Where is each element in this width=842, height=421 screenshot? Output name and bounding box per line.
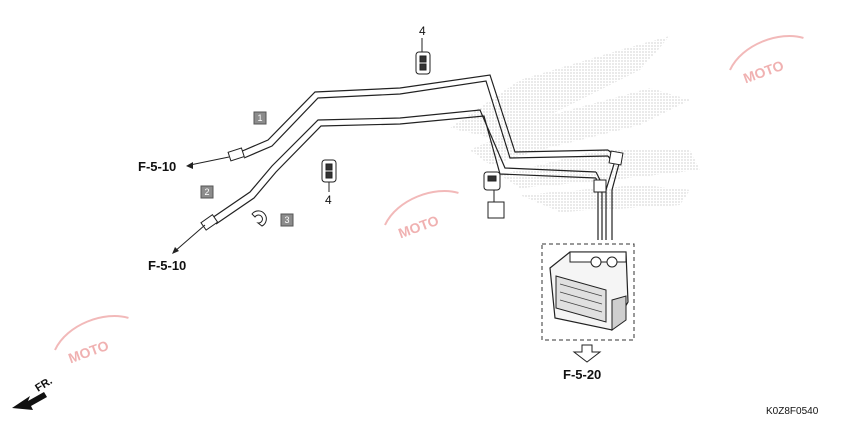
watermark-logo: MOTO bbox=[54, 315, 129, 366]
badge-bolt-3: 3 bbox=[280, 213, 294, 227]
reference-f520: F-5-20 bbox=[563, 367, 601, 382]
wing-logo-background bbox=[450, 36, 700, 212]
clip-top bbox=[415, 51, 431, 75]
pipe-fitting-right-1 bbox=[608, 150, 624, 166]
svg-text:MOTO: MOTO bbox=[66, 337, 111, 366]
reference-f510-upper: F-5-10 bbox=[138, 159, 176, 174]
badge-pipe-2: 2 bbox=[200, 185, 214, 199]
svg-text:MOTO: MOTO bbox=[741, 57, 786, 86]
down-arrow-f520 bbox=[572, 344, 602, 363]
arrowhead-lower bbox=[172, 247, 179, 254]
pipe-fitting-upper-left bbox=[227, 147, 245, 162]
part-number-clip-middle: 4 bbox=[325, 193, 332, 207]
watermark-logo: MOTO bbox=[384, 190, 459, 241]
part-number-clip-top: 4 bbox=[419, 24, 426, 38]
front-direction-arrow: FR. bbox=[12, 375, 55, 410]
abs-modulator bbox=[541, 243, 635, 341]
diagram-code: K0Z8F0540 bbox=[766, 406, 819, 417]
watermark-logo: MOTO bbox=[729, 35, 804, 86]
svg-text:1: 1 bbox=[257, 113, 262, 123]
leader-lines bbox=[173, 38, 495, 253]
svg-text:2: 2 bbox=[204, 187, 209, 197]
badge-pipe-1: 1 bbox=[253, 111, 267, 125]
svg-text:FR.: FR. bbox=[33, 375, 54, 395]
bolt-3 bbox=[251, 210, 267, 227]
reference-f510-lower: F-5-10 bbox=[148, 258, 186, 273]
svg-text:MOTO: MOTO bbox=[396, 212, 441, 241]
clip-right bbox=[483, 171, 501, 191]
svg-text:3: 3 bbox=[284, 215, 289, 225]
arrowhead-upper bbox=[186, 162, 193, 169]
pipe-fitting-right-2 bbox=[593, 179, 607, 193]
clip-middle bbox=[321, 159, 337, 183]
pipe-fitting-lower-left bbox=[200, 214, 219, 231]
blank-callout-box bbox=[487, 201, 505, 219]
watermark-group: MOTO MOTO MOTO bbox=[54, 35, 804, 366]
